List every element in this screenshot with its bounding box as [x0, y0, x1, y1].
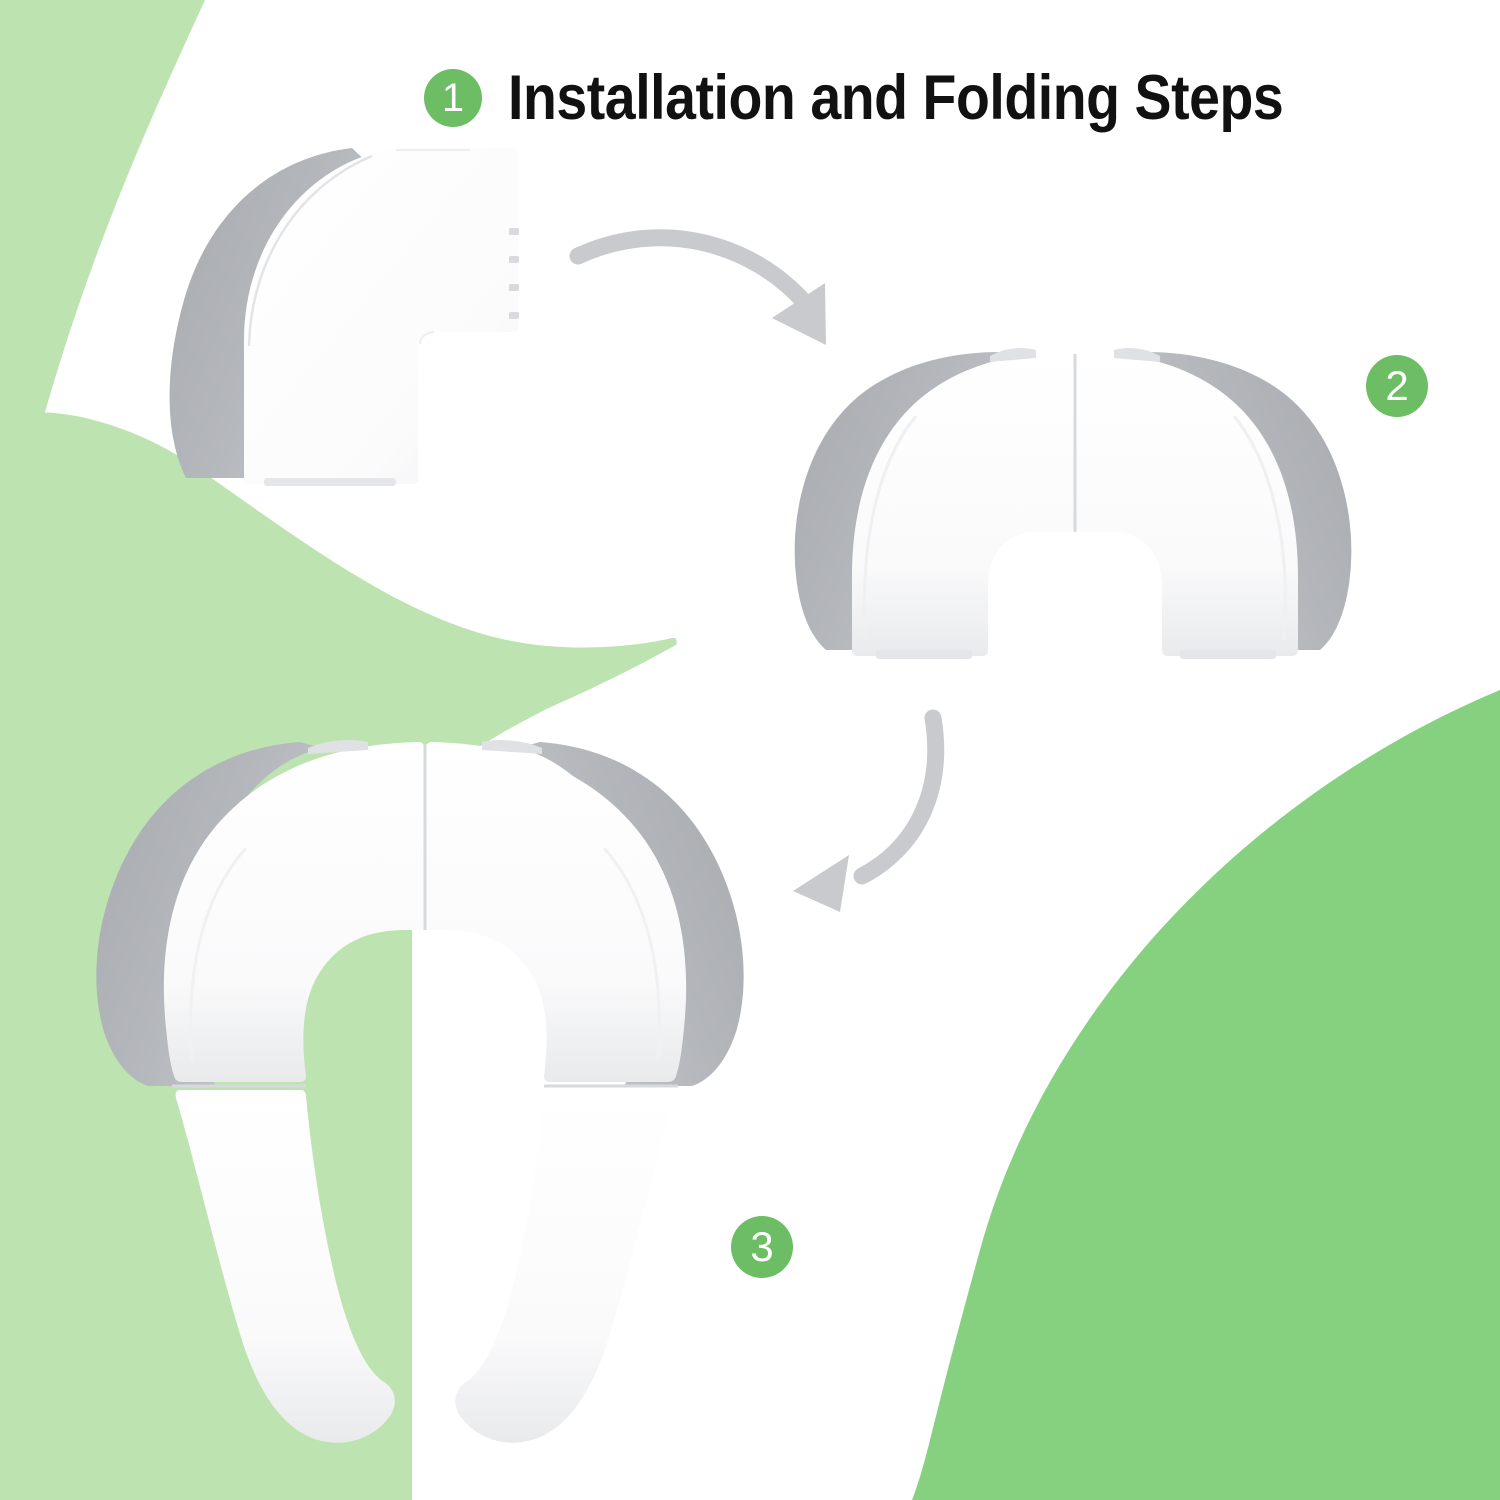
- mid-green-corner-wave: [912, 690, 1500, 1500]
- step2-grey-left-wing: [794, 352, 1010, 650]
- header-title-row: 1 Installation and Folding Steps: [424, 52, 1389, 144]
- step3-grey-right-wing: [518, 742, 744, 1086]
- step1-white-shell: [244, 148, 518, 484]
- step-3-product-unfolded: [96, 740, 744, 1443]
- step2-left-shade: [863, 415, 918, 641]
- step2-hinge-tabs: [990, 348, 1160, 362]
- step-1-product-folded: [169, 148, 519, 486]
- step2-foot-strips: [876, 650, 1276, 659]
- step1-elbow-highlight: [419, 331, 435, 345]
- step1-grey-backing-pad: [169, 148, 392, 478]
- step2-right-shade: [1232, 415, 1287, 641]
- step1-fold-seam: [247, 154, 373, 347]
- step1-foot-strip: [264, 478, 396, 486]
- step-badge-3: 3: [731, 1216, 793, 1278]
- step3-left-upper-pad: [163, 742, 425, 1082]
- light-green-s-curve: [0, 0, 205, 640]
- step3-left-leg: [175, 1090, 395, 1443]
- step3-hinge-tabs: [308, 740, 542, 754]
- step3-left-inner-highlight: [189, 847, 248, 1061]
- step3-right-inner-highlight: [602, 847, 661, 1061]
- light-green-s-curve-merge: [0, 412, 677, 1500]
- step3-right-upper-pad: [426, 742, 687, 1082]
- step3-right-leg: [455, 1090, 675, 1443]
- step-badge-1: 1: [424, 69, 482, 127]
- page-title: Installation and Folding Steps: [508, 63, 1284, 133]
- arrow-step2-to-step3: [793, 709, 945, 912]
- step1-hinge-notches: [509, 228, 519, 319]
- step3-grey-left-wing: [96, 742, 322, 1086]
- arrow-step1-to-step2: [569, 229, 826, 345]
- step-badge-2: 2: [1366, 355, 1428, 417]
- step-2-product-arch: [794, 348, 1352, 659]
